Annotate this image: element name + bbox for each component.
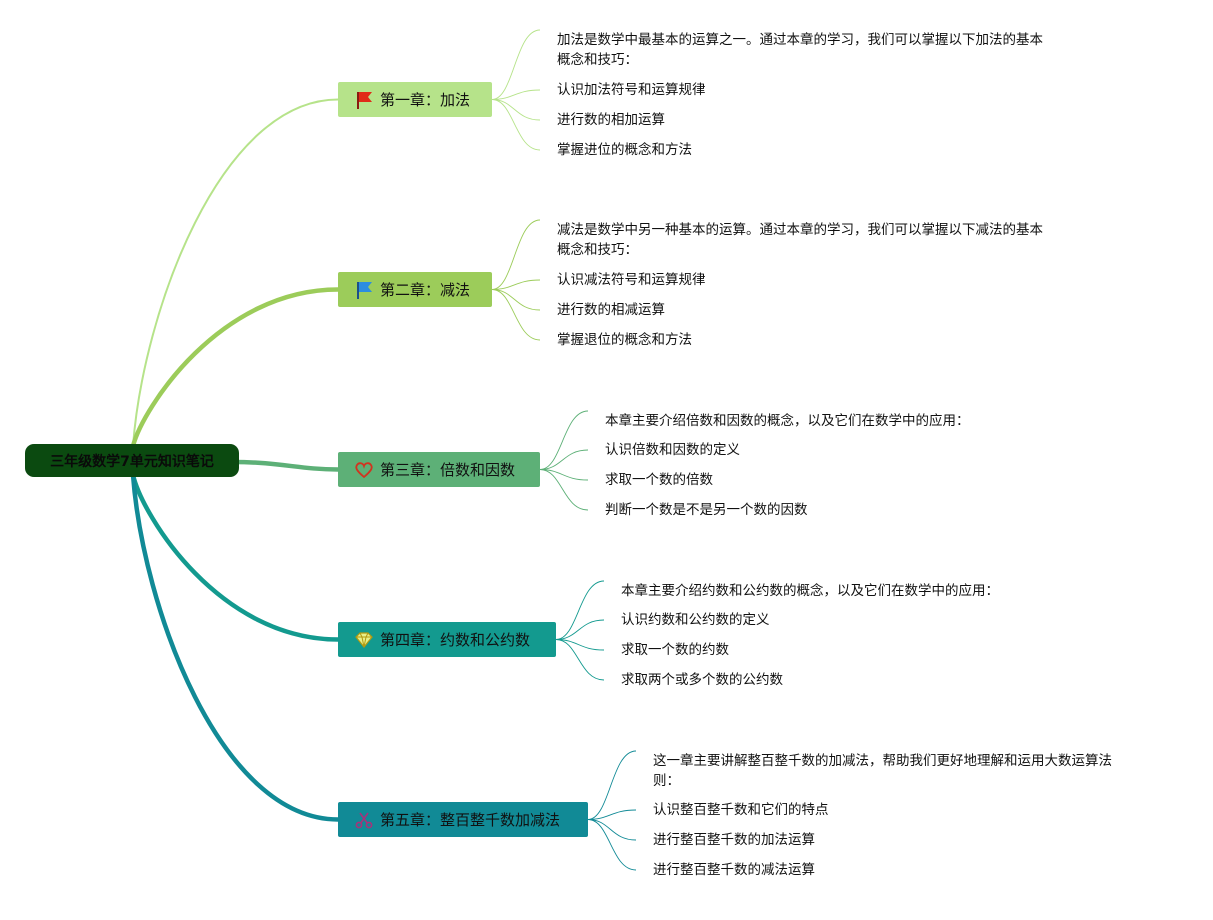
root-label: 三年级数学7单元知识笔记 [50,453,214,470]
leaf-connector [587,819,637,871]
heart-icon [354,460,374,480]
chapter-label: 第五章：整百整千数加减法 [380,811,561,829]
chapter-node-2[interactable]: 第二章：减法 [338,272,492,307]
branch-connector-4 [130,472,341,642]
leaf-connector [539,469,589,511]
leaf-item[interactable]: 认识约数和公约数的定义 [621,612,770,628]
leaf-item[interactable]: 求取一个数的倍数 [605,472,713,488]
root-node[interactable]: 三年级数学7单元知识笔记 [25,444,239,477]
branch-connector-1 [132,98,339,447]
leaf-item[interactable]: 进行整百整千数的加法运算 [653,832,815,848]
leaf-item[interactable]: 进行数的相加运算 [557,112,665,128]
chapter-label: 第四章：约数和公约数 [380,631,531,649]
leaf-connector [587,750,637,820]
leaf-item[interactable]: 这一章主要讲解整百整千数的加减法，帮助我们更好地理解和运用大数运算法则： [653,753,1112,789]
leaf-item[interactable]: 判断一个数是不是另一个数的因数 [605,502,808,518]
red-flag-icon [354,90,374,110]
leaf-connector [539,410,589,470]
leaf-item[interactable]: 加法是数学中最基本的运算之一。通过本章的学习，我们可以掌握以下加法的基本概念和技… [557,32,1043,68]
leaf-connector [539,449,589,470]
leaf-connector [555,639,605,681]
leaf-connector [491,289,541,341]
leaf-item[interactable]: 本章主要介绍约数和公约数的概念，以及它们在数学中的应用： [621,583,999,599]
leaf-connector [555,619,605,640]
leaf-item[interactable]: 求取两个或多个数的公约数 [621,672,783,688]
chapter-label: 第二章：减法 [380,281,471,299]
leaf-item[interactable]: 减法是数学中另一种基本的运算。通过本章的学习，我们可以掌握以下减法的基本概念和技… [557,222,1043,258]
leaf-connector [587,819,637,841]
leaf-item[interactable]: 掌握退位的概念和方法 [557,332,692,348]
leaf-connector [491,99,541,121]
leaf-item[interactable]: 进行整百整千数的减法运算 [653,862,815,878]
branch-connector-5 [130,472,341,822]
diamond-icon [354,630,374,650]
leaf-connector [491,99,541,151]
chapter-node-3[interactable]: 第三章：倍数和因数 [338,452,540,487]
leaf-item[interactable]: 掌握进位的概念和方法 [557,142,692,158]
leaf-item[interactable]: 本章主要介绍倍数和因数的概念，以及它们在数学中的应用： [605,413,970,429]
chapter-label: 第三章：倍数和因数 [380,461,516,479]
leaf-connector [491,89,541,100]
leaf-connector [491,289,541,311]
scissors-icon [354,810,374,830]
leaf-item[interactable]: 认识加法符号和运算规律 [557,82,706,98]
chapter-node-5[interactable]: 第五章：整百整千数加减法 [338,802,588,837]
chapter-node-4[interactable]: 第四章：约数和公约数 [338,622,556,657]
leaf-connector [491,29,541,100]
leaf-item[interactable]: 认识整百整千数和它们的特点 [653,802,829,818]
chapter-label: 第一章：加法 [380,91,471,109]
leaf-item[interactable]: 认识减法符号和运算规律 [557,272,706,288]
blue-flag-icon [354,280,374,300]
leaf-connector [587,809,637,820]
leaf-item[interactable]: 进行数的相减运算 [557,302,665,318]
branch-connector-2 [130,287,341,449]
chapter-node-1[interactable]: 第一章：加法 [338,82,492,117]
leaf-item[interactable]: 认识倍数和因数的定义 [605,442,740,458]
branch-connector-3 [230,459,341,472]
leaf-connector [491,219,541,290]
leaf-connector [491,279,541,290]
leaf-item[interactable]: 求取一个数的约数 [621,642,729,658]
leaf-connector [555,580,605,640]
